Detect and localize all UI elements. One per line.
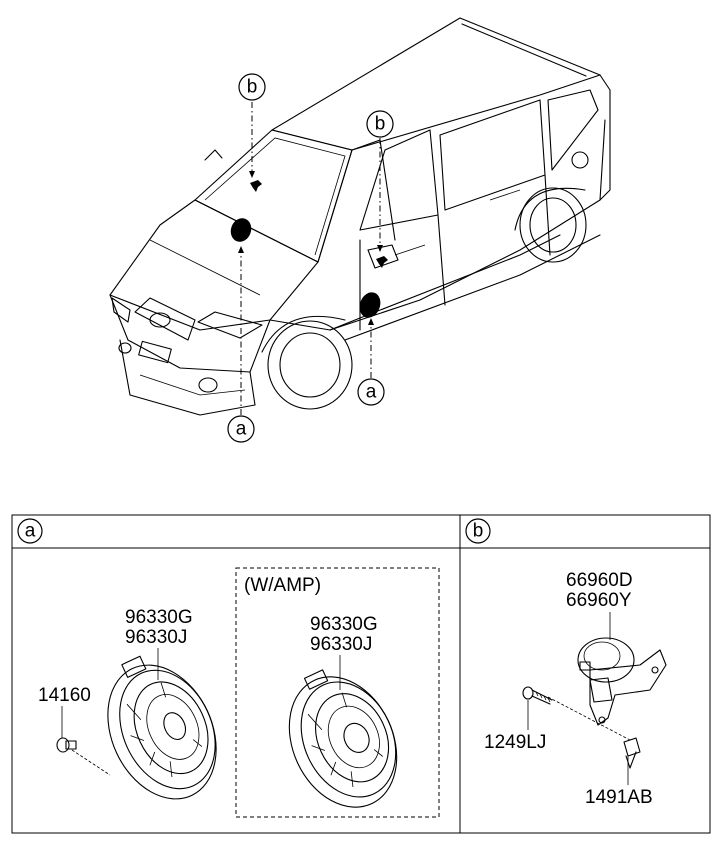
speaker-part-2: 96330J: [125, 627, 187, 648]
section-a-header: a: [25, 521, 36, 542]
section-a: (W/AMP) 96330G 96330J 96330G 96330J 1416…: [38, 567, 440, 818]
callout-b-top: b: [238, 73, 266, 101]
tweeter-icon: [577, 637, 667, 726]
clip-part: 1491AB: [585, 787, 653, 808]
tweeter-part-1: 66960D: [566, 570, 633, 591]
tweeter-part-2: 66960Y: [566, 590, 632, 611]
amp-speaker-icon: [288, 669, 398, 808]
screw-icon: [56, 737, 77, 753]
speaker-icon: [107, 655, 217, 800]
parts-table: a b: [11, 514, 711, 834]
amp-speaker-part-1: 96330G: [310, 614, 378, 635]
callout-a-text: a: [366, 382, 377, 403]
bolt-part: 1249LJ: [484, 732, 546, 753]
bolt-icon: [522, 686, 553, 705]
callout-b-text: b: [247, 77, 258, 98]
section-b: 66960D 66960Y 1249LJ 1491AB: [484, 570, 667, 808]
callout-a-front: a: [227, 415, 255, 443]
callout-b-side: b: [366, 110, 394, 138]
car-illustration: [109, 17, 611, 416]
section-b-header: b: [473, 521, 484, 542]
speaker-part-1: 96330G: [125, 607, 193, 628]
clip-icon: [623, 737, 641, 769]
amp-label: (W/AMP): [244, 575, 321, 596]
callout-a-side: a: [357, 378, 385, 406]
amp-speaker-part-2: 96330J: [310, 634, 372, 655]
screw-part: 14160: [38, 685, 91, 706]
callout-a-text: a: [236, 419, 247, 440]
callout-b-text: b: [375, 114, 386, 135]
callout-leaders: [238, 102, 383, 415]
